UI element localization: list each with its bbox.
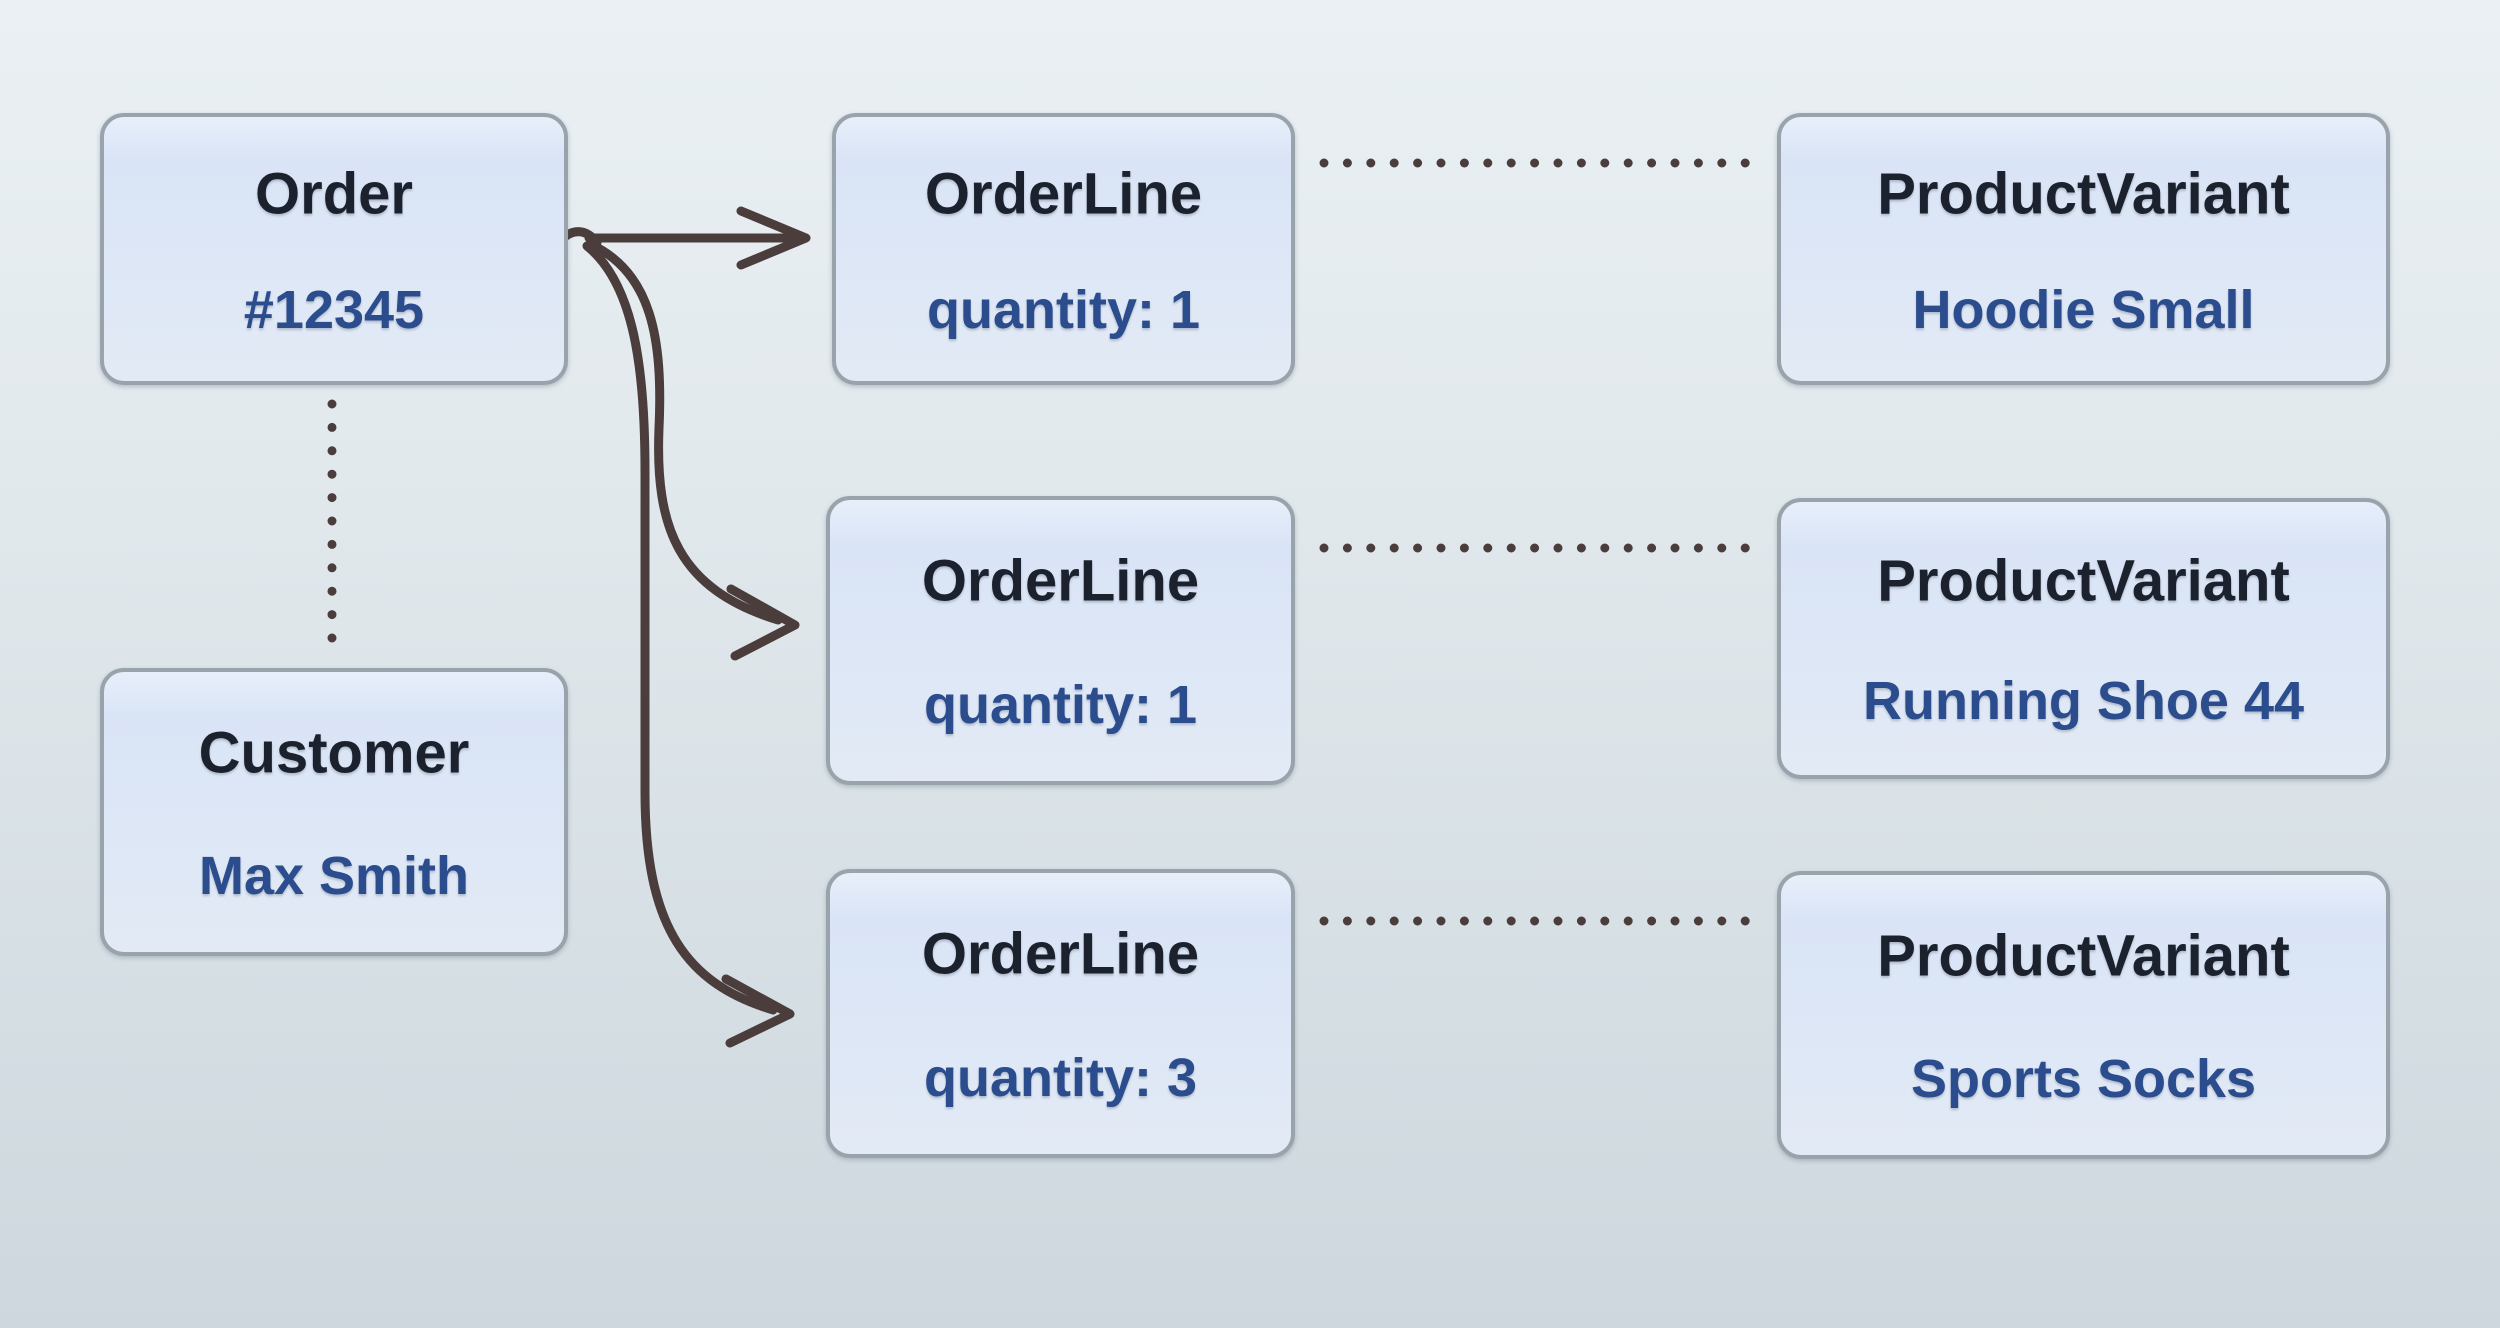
customer-node: Customer Max Smith [100,668,568,956]
arrow-order-orderline2-shaft [585,239,783,625]
orderline-node-2-value: quantity: 1 [923,675,1197,736]
arrow-order-orderline3-head [721,974,795,1048]
arrow-order-orderline3-shaft [582,241,778,1015]
orderline-node-1: OrderLine quantity: 1 [832,113,1295,385]
productvariant-node-3: ProductVariant Sports Socks [1777,871,2390,1159]
orderline-node-3: OrderLine quantity: 3 [826,869,1295,1158]
productvariant-node-1-value: Hoodie Small [1912,279,2255,340]
customer-node-title: Customer [198,720,470,786]
productvariant-node-1: ProductVariant Hoodie Small [1777,113,2390,385]
order-node-title: Order [255,161,413,227]
arrow-order-orderline2-head [726,584,800,661]
productvariant-node-1-title: ProductVariant [1877,161,2290,227]
customer-node-value: Max Smith [198,846,470,907]
orderline-node-3-title: OrderLine [921,921,1200,987]
productvariant-node-2: ProductVariant Running Shoe 44 [1777,498,2390,779]
orderline-node-3-value: quantity: 3 [923,1048,1197,1109]
orderline-node-2: OrderLine quantity: 1 [826,496,1295,785]
orderline-node-2-title: OrderLine [921,548,1200,614]
productvariant-node-3-value: Sports Socks [1910,1049,2257,1110]
orderline-node-1-title: OrderLine [924,161,1203,227]
productvariant-node-2-value: Running Shoe 44 [1862,671,2305,732]
order-node: Order #12345 [100,113,568,385]
arrow-order-orderline1-head [736,206,811,270]
productvariant-node-3-title: ProductVariant [1877,923,2290,989]
orderline-node-1-value: quantity: 1 [926,279,1200,340]
productvariant-node-2-title: ProductVariant [1877,548,2290,614]
order-node-value: #12345 [243,279,425,340]
